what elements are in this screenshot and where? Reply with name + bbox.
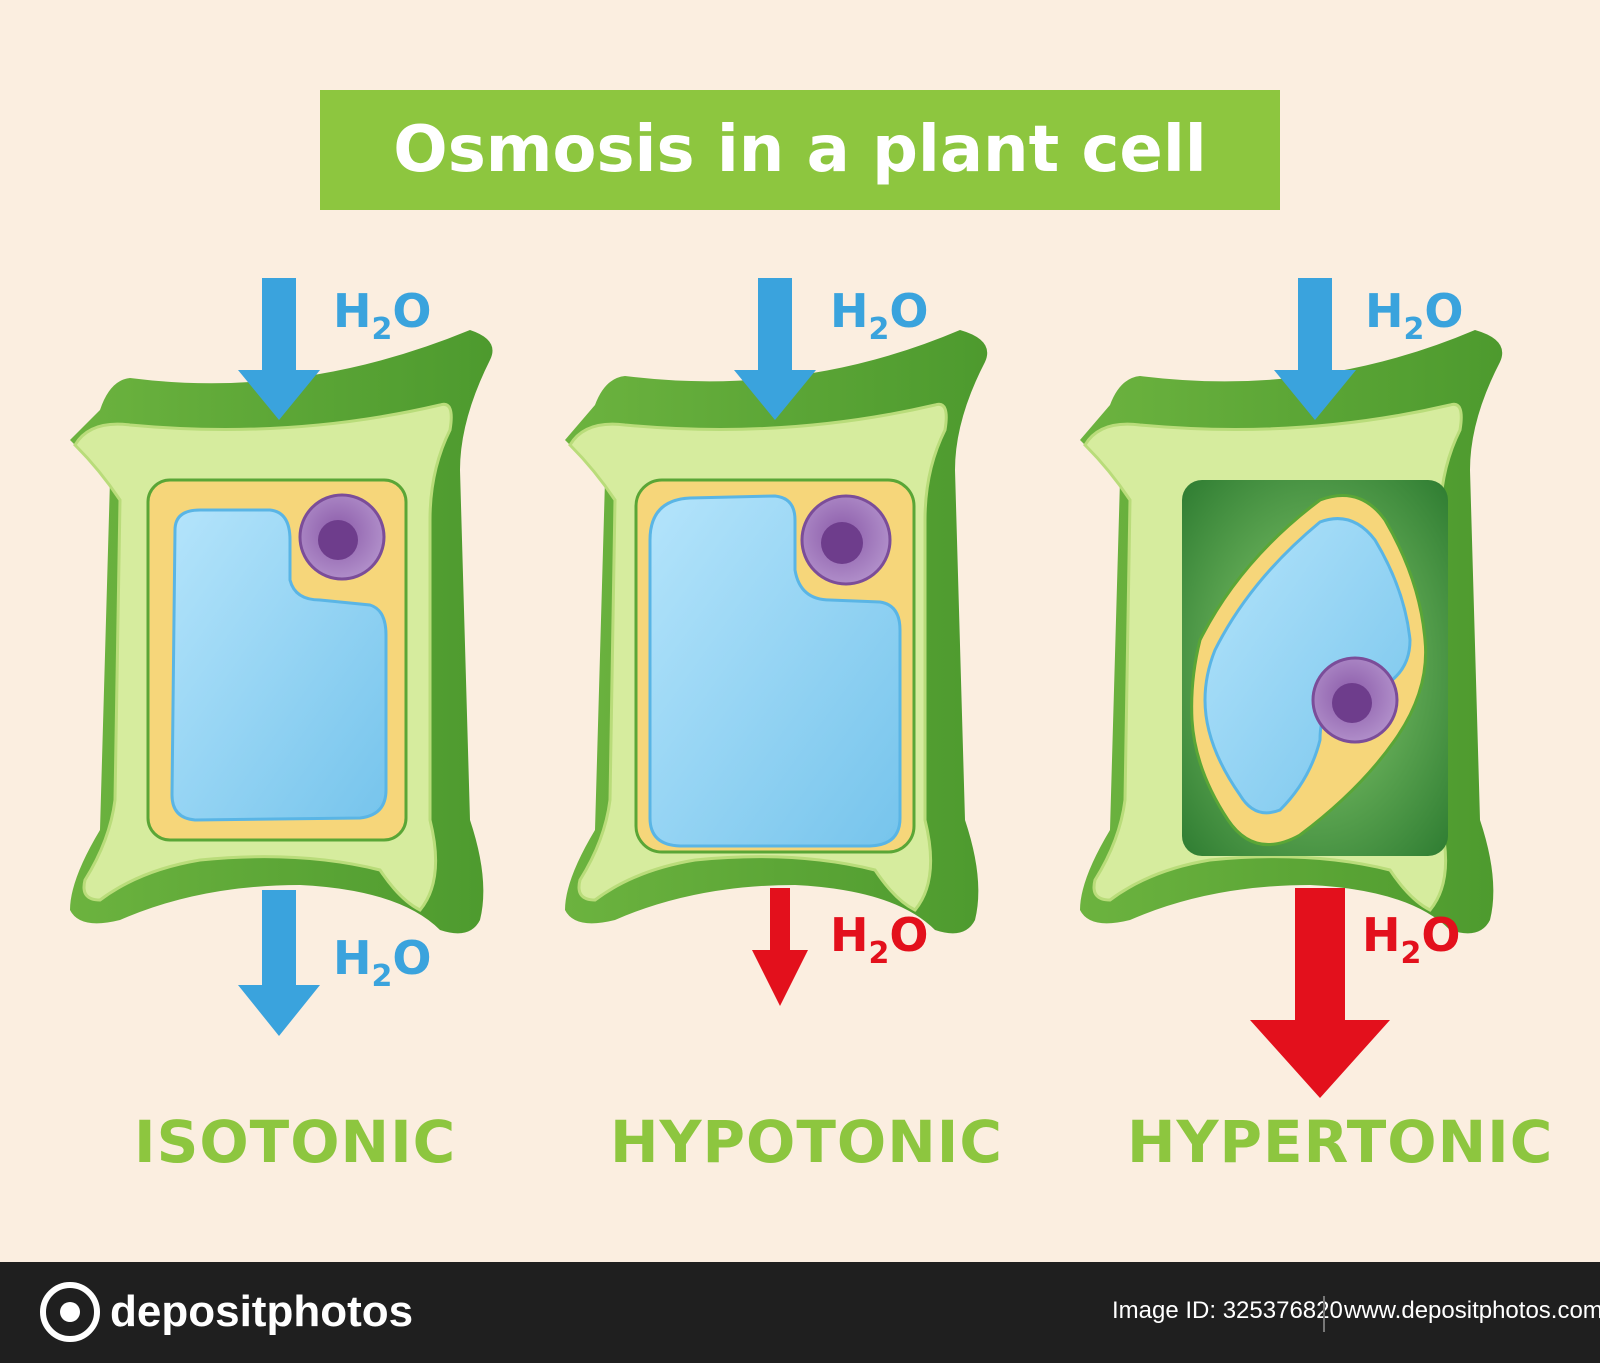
h2o-o: O [889,908,929,962]
h2o-in-label-isotonic: H2O [333,288,431,345]
water-in-arrow [734,278,816,420]
diagram-title: Osmosis in a plant cell [393,113,1207,187]
nucleolus [318,520,358,560]
water-out-arrow [752,888,808,1006]
h2o-out-label-isotonic: H2O [333,935,431,992]
label-hypotonic: HYPOTONIC [610,1108,1003,1176]
h2o-o: O [889,284,929,338]
h2o-out-label-hypotonic: H2O [830,912,928,969]
label-isotonic: ISOTONIC [134,1108,457,1176]
h2o-subscript: 2 [1403,312,1425,347]
h2o-h: H [830,908,869,962]
cell-hypertonic [1080,278,1503,1098]
h2o-out-label-hypertonic: H2O [1362,912,1460,969]
logo-text: depositphotos [110,1287,414,1336]
h2o-subscript: 2 [371,312,393,347]
h2o-subscript: 2 [868,936,890,971]
cell-hypotonic [565,278,988,1006]
image-id: Image ID: 325376820 [1112,1297,1343,1324]
water-out-arrow [238,890,320,1036]
title-banner: Osmosis in a plant cell [320,90,1280,210]
h2o-o: O [1421,908,1461,962]
h2o-o: O [392,284,432,338]
h2o-h: H [830,284,869,338]
vacuole [170,508,388,822]
depositphotos-logo[interactable]: depositphotos [40,1282,413,1342]
logo-icon [40,1282,100,1342]
footer-bar [0,1262,1600,1363]
h2o-o: O [392,931,432,985]
h2o-subscript: 2 [371,959,393,994]
nucleolus [821,522,863,564]
label-hypertonic: HYPERTONIC [1127,1108,1554,1176]
h2o-o: O [1424,284,1464,338]
h2o-subscript: 2 [1400,936,1422,971]
vacuole [648,494,902,848]
water-out-arrow [1250,888,1390,1098]
h2o-h: H [333,931,372,985]
h2o-in-label-hypertonic: H2O [1365,288,1463,345]
cell-isotonic [70,278,493,1036]
water-in-arrow [1274,278,1356,420]
site-url[interactable]: www.depositphotos.com [1344,1297,1600,1324]
h2o-in-label-hypotonic: H2O [830,288,928,345]
h2o-h: H [1362,908,1401,962]
nucleolus [1332,683,1372,723]
cells-svg [70,278,1503,1098]
footer-divider [1323,1296,1325,1332]
h2o-h: H [1365,284,1404,338]
h2o-h: H [333,284,372,338]
water-in-arrow [238,278,320,420]
diagram-canvas: Osmosis in a plant cell [70,90,1554,1176]
h2o-subscript: 2 [868,312,890,347]
